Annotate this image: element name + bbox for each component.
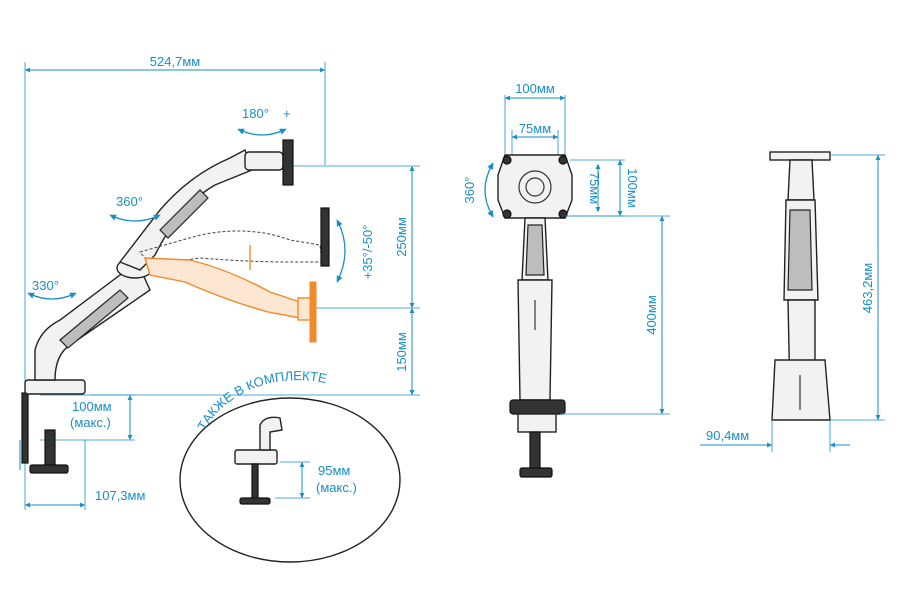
vesa-hole-br [558, 209, 568, 219]
vesa-hole-tr [558, 155, 568, 165]
rotation-top: 180° + [237, 106, 291, 136]
front-base [509, 399, 566, 415]
rotation-top-label: 180° [242, 106, 269, 121]
upper-arm-raised [118, 139, 294, 271]
rotation-base-arrow [27, 292, 77, 300]
clamp-base [24, 379, 86, 395]
pole-lower [517, 279, 553, 401]
vesa-outer-label: 100мм [515, 81, 555, 96]
lower-arm-spring [59, 289, 129, 349]
rotation-mid-arrow [109, 214, 161, 222]
upper-arm-lowered [144, 245, 317, 343]
rotation-base-label: 330° [32, 278, 59, 293]
back-width-label: 90,4мм [706, 428, 749, 443]
rotation-mid: 360° [109, 194, 161, 222]
upper-arm-spring [159, 189, 209, 239]
vesa-inner-label: 75мм [519, 121, 551, 136]
inset-circle [179, 397, 401, 563]
vesa-plate-low [309, 281, 317, 343]
orange-arm-body [144, 257, 301, 319]
front-screw [529, 431, 541, 469]
vesa-outer-v-label: 100мм [625, 168, 640, 208]
front-view: 100мм 75мм 75мм 100мм 360° [462, 81, 670, 478]
upper-arm-ghost [139, 207, 330, 267]
front-knob [519, 467, 553, 478]
front-rotation-label: 360° [462, 177, 477, 204]
clamp-thickness-label-1: 100мм [72, 399, 112, 414]
vesa-center-hub [518, 170, 552, 204]
rotation-base: 330° [27, 278, 77, 300]
grommet-label-2: (макс.) [316, 480, 357, 495]
base-depth-label: 107,3мм [95, 488, 145, 503]
front-pole [509, 217, 566, 478]
rotation-mid-label: 360° [116, 194, 143, 209]
back-base [771, 359, 831, 421]
vesa-hole-bl [502, 209, 512, 219]
back-upper-joint [787, 159, 815, 201]
height-lower-label: 150мм [394, 332, 409, 372]
clamp-plate [21, 392, 29, 464]
vesa-center-inner [525, 177, 545, 197]
back-top-plate [769, 151, 831, 161]
front-height-label: 400мм [644, 295, 659, 335]
back-view: 463,2мм 90,4мм [700, 151, 885, 452]
clamp-screw [44, 429, 56, 466]
grommet-plate [239, 497, 271, 505]
vesa-plate-top [282, 139, 294, 186]
grommet-inset: ТАКЖЕ В КОМПЛЕКТЕ 95мм (макс.) [179, 368, 401, 563]
desk-clamp [19, 379, 86, 474]
tilt-indicator: +35°/-50° [336, 219, 375, 283]
height-upper-label: 250мм [394, 217, 409, 257]
pole-upper-spring [525, 224, 545, 276]
grommet-arm-stub [259, 416, 283, 451]
tilt-arrow [336, 219, 346, 283]
width-total-label: 524,7мм [150, 54, 200, 69]
grommet-bolt [251, 463, 259, 503]
tilt-head [244, 151, 284, 171]
front-clamp [517, 413, 557, 433]
back-height-label: 463,2мм [860, 263, 875, 313]
clamp-thickness-label-2: (макс.) [70, 415, 111, 430]
vesa-hole-tl [502, 155, 512, 165]
clamp-knob [29, 464, 69, 474]
side-view: 524,7мм 250мм 150мм 100мм (макс.) 107,3м… [19, 54, 420, 510]
back-upper-spring [787, 209, 813, 291]
rotation-top-plus: + [283, 106, 291, 121]
grommet-base [234, 449, 278, 465]
vesa-plate-front [497, 154, 573, 219]
front-rotation-arrow [484, 162, 494, 218]
grommet-label-1: 95мм [318, 463, 350, 478]
vesa-plate-body [497, 154, 573, 219]
vesa-inner-v-label: 75мм [587, 172, 602, 204]
tilt-label: +35°/-50° [360, 225, 375, 280]
vesa-plate-mid [320, 207, 330, 267]
rotation-top-arrow [237, 128, 287, 136]
